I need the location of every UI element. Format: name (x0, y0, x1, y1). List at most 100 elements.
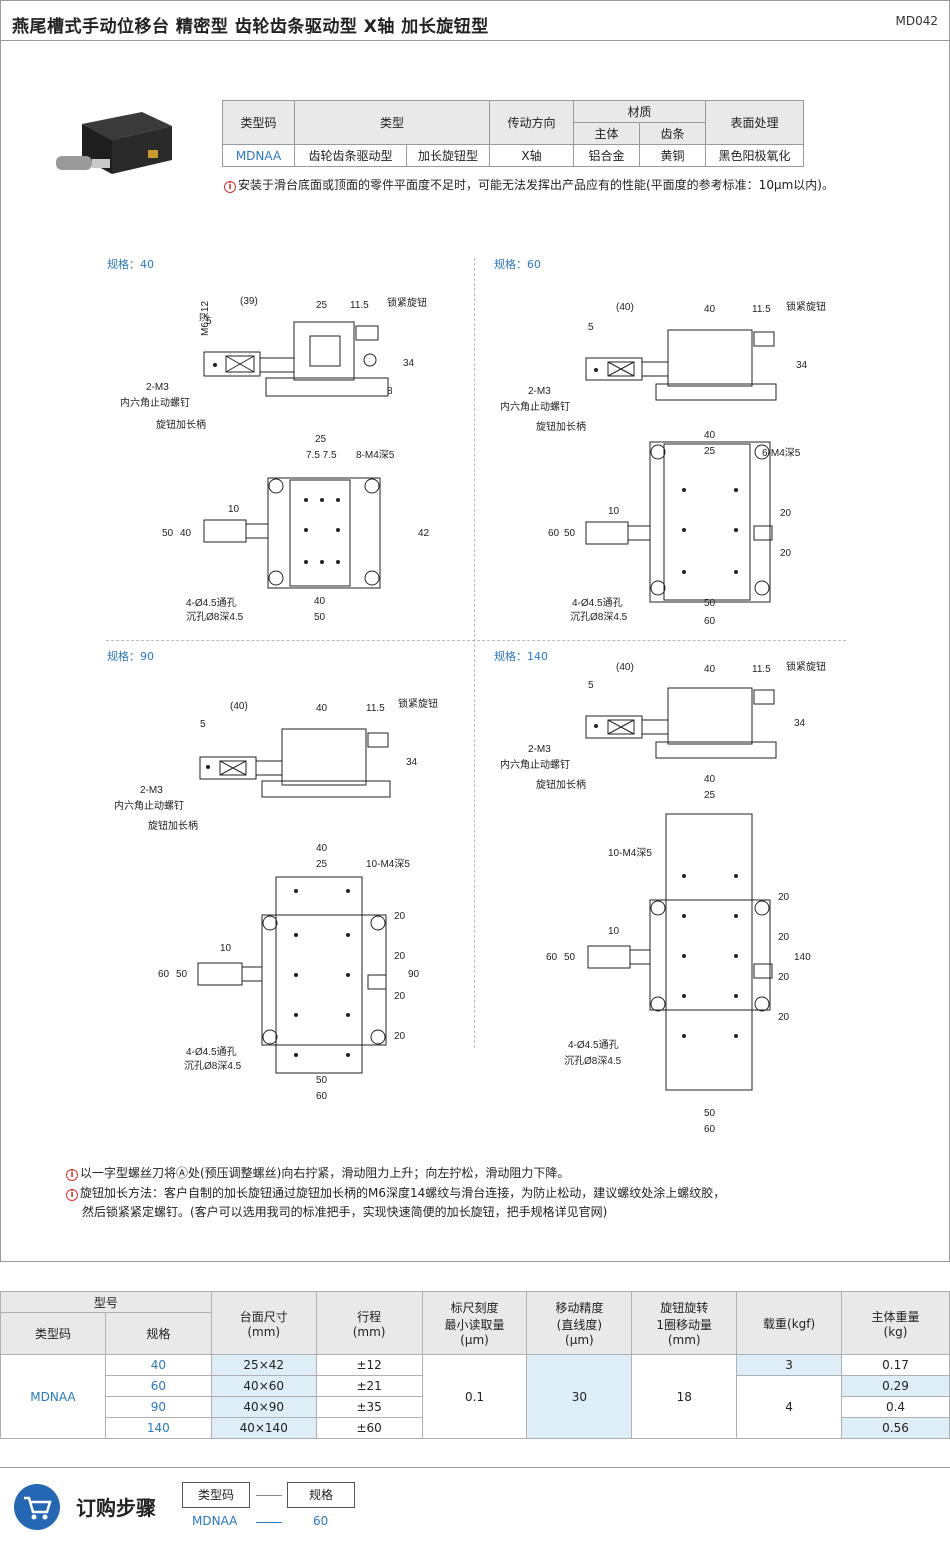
label-lock-knob: 锁紧旋钮 (786, 300, 826, 313)
th-size: 规格 (104, 1312, 212, 1355)
dim-34: 34 (406, 757, 418, 768)
dim-40-top: 40 (316, 843, 328, 854)
spec-table: 类型码 类型 传动方向 材质 表面处理 主体 齿条 MDNAA 齿轮齿条驱动型 … (222, 100, 804, 167)
label-knob-handle: 旋钮加长柄 (148, 819, 198, 832)
label-8-m4: 8-M4深5 (356, 449, 395, 461)
dim-50-v: 50 (162, 528, 174, 539)
label-m3: 2-M3 (528, 386, 551, 397)
info-icon: i (224, 181, 236, 193)
dim-25-side: 25 (316, 300, 328, 311)
dim-40-top: 40 (704, 430, 716, 441)
dim-5: 5 (588, 322, 594, 333)
cell-stroke-140: ±60 (315, 1417, 423, 1439)
th-type-code: 类型码 (222, 100, 295, 145)
cell-type1: 齿轮齿条驱动型 (294, 144, 407, 167)
dim-20-b: 20 (780, 548, 792, 559)
dim-40p: (40) (230, 701, 248, 712)
label-knob-handle: 旋钮加长柄 (536, 778, 586, 791)
th-body: 主体 (573, 122, 640, 145)
th-model: 型号 (0, 1291, 212, 1313)
dim-10: 10 (228, 504, 240, 515)
dim-140: 140 (794, 952, 811, 963)
th-table-size: 台面尺寸 (mm) (210, 1291, 317, 1355)
label-cbore: 沉孔Ø8深4.5 (564, 1054, 622, 1067)
order-box-size: 规格 (287, 1482, 355, 1508)
dim-10: 10 (220, 943, 232, 954)
dim-40-v: 40 (180, 528, 192, 539)
cell-load-b: 4 (736, 1375, 843, 1439)
cell-stroke-60: ±21 (315, 1375, 423, 1397)
cell-type-code: MDNAA (0, 1354, 106, 1439)
dim-40-side: 40 (316, 703, 328, 714)
size-label-60: 规格：60 (494, 258, 541, 271)
label-cbore: 沉孔Ø8深4.5 (186, 610, 244, 623)
cell-stroke-90: ±35 (315, 1396, 423, 1418)
label-cbore: 沉孔Ø8深4.5 (570, 610, 628, 623)
label-hole: 4-Ø4.5通孔 (186, 1046, 237, 1058)
cell-type-code: MDNAA (222, 144, 295, 167)
dim-50-h: 50 (704, 1108, 716, 1119)
dim-40p: (40) (616, 302, 634, 313)
cell-weight-90: 0.4 (841, 1396, 950, 1418)
cart-icon (14, 1484, 60, 1530)
dim-20-d: 20 (778, 1012, 790, 1023)
th-stroke: 行程 (mm) (315, 1291, 423, 1355)
size-label-90: 规格：90 (107, 650, 154, 663)
dim-10: 10 (608, 506, 620, 517)
dim-40-side: 40 (704, 664, 716, 675)
title-divider (0, 40, 950, 41)
dim-20-d: 20 (394, 1031, 406, 1042)
label-hole: 4-Ø4.5通孔 (186, 597, 237, 609)
note-extension-text: 旋钮加长方法：客户自制的加长旋钮通过旋钮加长柄的M6深度14螺纹与滑台连接，为防… (80, 1186, 726, 1200)
cell-weight-40: 0.17 (841, 1354, 950, 1376)
dim-5: 5 (588, 680, 594, 691)
note-extension-2: 然后锁紧紧定螺钉。(客户可以选用我司的标准把手，实现快速简便的加长旋钮，把手规格… (82, 1205, 608, 1219)
th-load: 载重(kgf) (736, 1291, 843, 1355)
dim-40-side: 40 (704, 304, 716, 315)
cell-knob: 18 (631, 1354, 738, 1439)
dim-25-top: 25 (315, 434, 327, 445)
dim-25-top: 25 (316, 859, 328, 870)
label-m6: M6深12 (199, 301, 211, 336)
order-value-type-code: MDNAA (192, 1514, 238, 1528)
dim-25-top: 25 (704, 790, 716, 801)
cell-stroke-40: ±12 (315, 1354, 423, 1376)
label-6-m4: 6-M4深5 (762, 447, 801, 459)
cell-size-60: 60 (104, 1375, 212, 1397)
dim-34: 34 (796, 360, 808, 371)
cell-load-a: 3 (736, 1354, 843, 1376)
model-table: 型号 台面尺寸 (mm) 行程 (mm) 标尺刻度 最小读取量 (μm) 移动精… (0, 1291, 950, 1439)
label-lock-knob: 锁紧旋钮 (398, 697, 438, 710)
drawing-size-40: (39) 25 11.5 锁紧旋钮 5 M6深12 2-M3 内六角止动螺钉 旋… (120, 296, 430, 623)
dim-34: 34 (403, 358, 415, 369)
label-cbore: 沉孔Ø8深4.5 (184, 1059, 242, 1072)
cell-scale: 0.1 (421, 1354, 528, 1439)
dim-60-h: 60 (316, 1091, 328, 1102)
cell-weight-140: 0.56 (841, 1417, 950, 1439)
label-knob-handle: 旋钮加长柄 (156, 418, 206, 431)
dim-40p: (40) (616, 662, 634, 673)
label-m3: 2-M3 (146, 382, 169, 393)
dim-60-v: 60 (158, 969, 170, 980)
horizontal-divider (106, 640, 846, 641)
dim-20-c: 20 (778, 972, 790, 983)
dim-11-5: 11.5 (350, 300, 369, 311)
order-value-connector (256, 1522, 282, 1523)
label-hole: 4-Ø4.5通孔 (568, 1039, 619, 1051)
dim-60-h: 60 (704, 616, 716, 627)
drawing-size-90: (40) 40 11.5 锁紧旋钮 5 2-M3 内六角止动螺钉 旋钮加长柄 3… (114, 697, 438, 1102)
cell-size-90: 90 (104, 1396, 212, 1418)
th-direction: 传动方向 (489, 100, 574, 145)
dim-20-b: 20 (394, 951, 406, 962)
label-m3: 2-M3 (528, 744, 551, 755)
dim-42: 42 (418, 528, 430, 539)
dim-60-h: 60 (704, 1124, 716, 1135)
drawing-size-140: (40) 40 11.5 锁紧旋钮 5 2-M3 内六角止动螺钉 旋钮加长柄 3… (500, 660, 826, 1135)
dim-20-a: 20 (394, 911, 406, 922)
dim-40-top: 40 (704, 774, 716, 785)
dim-50-v: 50 (564, 952, 576, 963)
label-lock-knob: 锁紧旋钮 (387, 296, 427, 309)
label-10-m4: 10-M4深5 (608, 847, 652, 859)
